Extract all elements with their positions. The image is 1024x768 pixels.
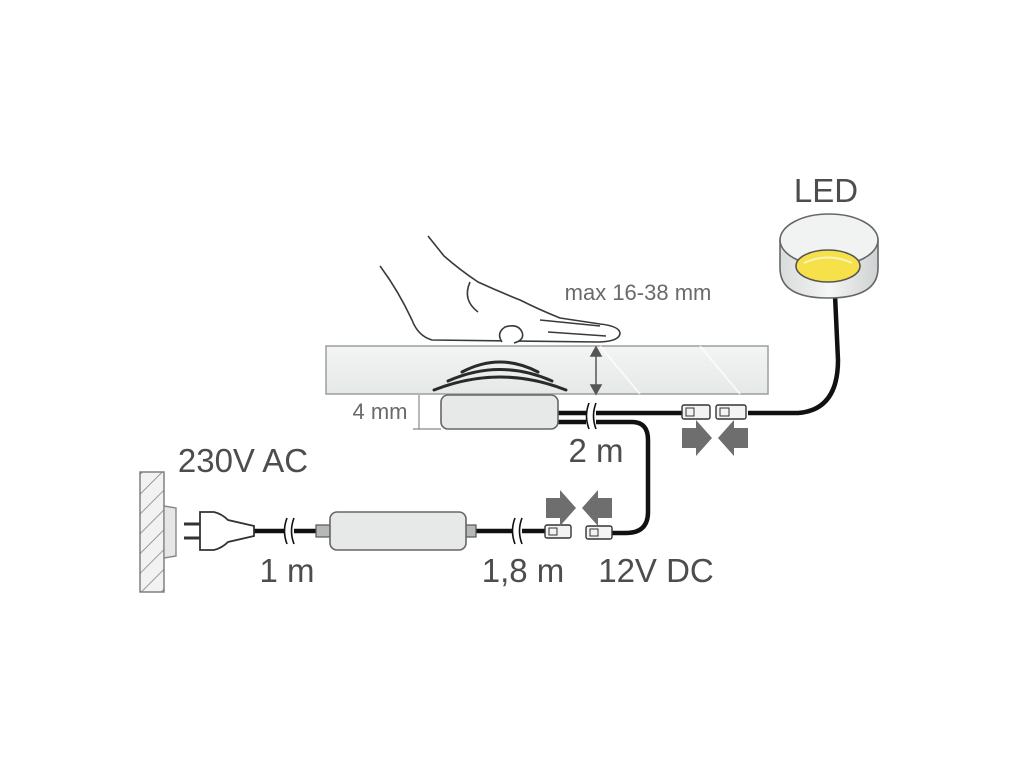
thickness-dimension xyxy=(589,345,603,396)
sensor-wave-icon xyxy=(432,360,568,392)
cable-sensor-output xyxy=(558,419,651,536)
connect-arrows-lower xyxy=(546,490,612,526)
sensor-unit xyxy=(440,394,559,430)
worktop-panel xyxy=(325,345,769,395)
driver-cable-length-label: 1,8 m xyxy=(482,552,565,589)
output-voltage-label: 12V DC xyxy=(598,552,714,589)
thickness-label: max 16-38 mm xyxy=(565,280,712,305)
led-lamp-icon xyxy=(779,213,879,299)
led-label: LED xyxy=(794,172,858,209)
gap-dimension xyxy=(413,395,441,430)
power-supply-unit xyxy=(315,511,477,551)
output-connector xyxy=(544,524,613,540)
plug-cable-length-label: 1 m xyxy=(259,552,314,589)
plug-icon xyxy=(184,511,255,551)
hand-icon xyxy=(379,235,621,344)
wall-socket-icon xyxy=(139,471,177,593)
led-connector xyxy=(681,404,747,420)
cable-break-marks xyxy=(283,402,597,545)
sensor-cable-length-label: 2 m xyxy=(568,432,623,469)
gap-label: 4 mm xyxy=(353,399,408,424)
supply-voltage-label: 230V AC xyxy=(178,442,308,479)
connect-arrows-upper xyxy=(682,420,748,456)
cable-led xyxy=(748,294,841,416)
